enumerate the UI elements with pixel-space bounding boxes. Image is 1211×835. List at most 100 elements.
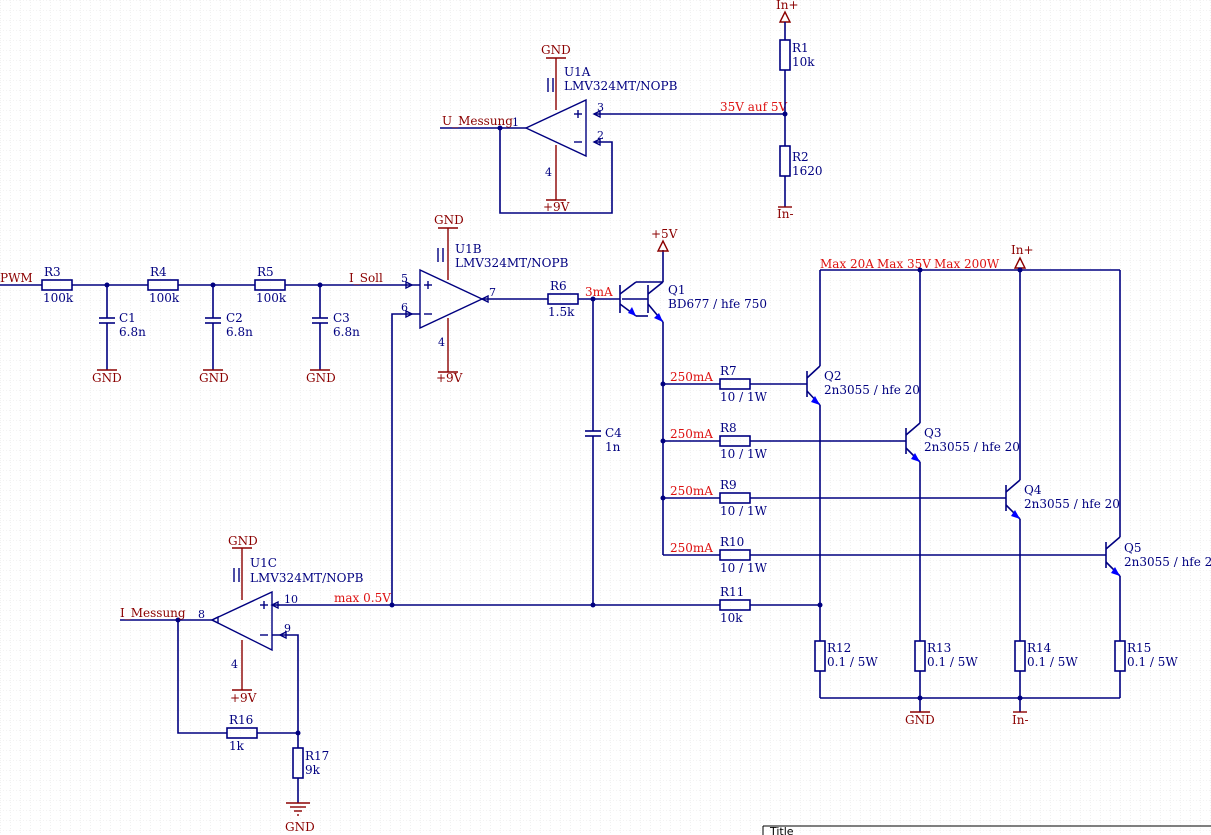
svg-text:+9V: +9V [436, 371, 463, 385]
transistor-q2[interactable]: Q2 2n3055 / hfe 20 [806, 365, 920, 406]
svg-text:Q3: Q3 [924, 426, 941, 440]
in-minus-port-rail[interactable]: In- [1012, 711, 1029, 727]
svg-text:6.8n: 6.8n [226, 325, 253, 339]
svg-text:In-: In- [1012, 713, 1029, 727]
svg-text:R8: R8 [720, 421, 737, 435]
resistor-r14[interactable]: R14 0.1 / 5W [1014, 640, 1078, 672]
svg-text:0.1 / 5W: 0.1 / 5W [927, 655, 978, 669]
u1b-vcc-port: +9V [436, 318, 463, 385]
svg-text:C1: C1 [119, 311, 136, 325]
net-i-soll: I_Soll [349, 271, 383, 285]
svg-text:10 / 1W: 10 / 1W [720, 447, 768, 461]
svg-text:R4: R4 [150, 265, 167, 279]
svg-text:R1: R1 [792, 41, 809, 55]
svg-text:R13: R13 [927, 641, 951, 655]
gnd-c1: GND [92, 369, 122, 385]
svg-text:9: 9 [284, 622, 291, 635]
vcc5-port[interactable]: +5V [651, 227, 678, 252]
svg-text:Title: Title [769, 825, 794, 835]
transistor-q3[interactable]: Q3 2n3055 / hfe 20 [905, 422, 1020, 463]
annotation-base-current-1: 250mA [670, 370, 713, 384]
svg-text:Q2: Q2 [824, 369, 841, 383]
svg-text:10 / 1W: 10 / 1W [720, 561, 768, 575]
net-u-messung: U_Messung [442, 114, 513, 128]
u1c-opamp[interactable]: U1C LMV324MT/NOPB 10 9 8 4 [198, 556, 364, 671]
u1c-vcc-port: +9V [230, 640, 257, 705]
svg-text:R3: R3 [44, 265, 61, 279]
svg-text:6.8n: 6.8n [119, 325, 146, 339]
svg-text:Q1: Q1 [668, 283, 685, 297]
svg-text:BD677 / hfe 750: BD677 / hfe 750 [668, 297, 767, 311]
resistor-r8[interactable]: R8 10 / 1W [719, 421, 768, 461]
svg-text:10k: 10k [792, 55, 815, 69]
resistor-r13[interactable]: R13 0.1 / 5W [914, 640, 978, 672]
net-i-messung: I_Messung [120, 606, 186, 620]
svg-text:In+: In+ [776, 0, 799, 12]
wire-u1a-feedback [499, 127, 613, 214]
svg-text:In+: In+ [1011, 243, 1034, 257]
svg-text:1k: 1k [229, 739, 245, 753]
svg-text:R16: R16 [229, 713, 253, 727]
u1a-pin-plus: 3 [597, 101, 604, 114]
svg-text:C2: C2 [226, 311, 243, 325]
svg-text:8: 8 [198, 608, 205, 621]
gnd-rail-port: GND [905, 711, 935, 727]
capacitor-c1[interactable]: C1 6.8n [99, 285, 146, 370]
svg-text:R5: R5 [257, 265, 274, 279]
resistor-r3[interactable]: R3 100k [41, 265, 74, 305]
u1a-pin-vcc: 4 [545, 166, 552, 179]
capacitor-c2[interactable]: C2 6.8n [205, 285, 253, 370]
svg-text:GND: GND [199, 371, 229, 385]
svg-text:4: 4 [231, 658, 238, 671]
svg-text:R14: R14 [1027, 641, 1052, 655]
svg-text:+9V: +9V [230, 691, 257, 705]
title-block: Title [762, 825, 1211, 835]
capacitor-c3[interactable]: C3 6.8n [312, 285, 360, 370]
resistor-r7[interactable]: R7 10 / 1W [719, 364, 768, 404]
resistor-r10[interactable]: R10 10 / 1W [719, 535, 768, 575]
svg-text:C3: C3 [333, 311, 350, 325]
svg-text:4: 4 [438, 336, 445, 349]
in-minus-port-top[interactable]: In- [777, 206, 794, 221]
svg-text:10 / 1W: 10 / 1W [720, 390, 768, 404]
svg-text:GND: GND [306, 371, 336, 385]
svg-text:0.1 / 5W: 0.1 / 5W [827, 655, 878, 669]
resistor-r2[interactable]: R2 1620 [779, 145, 823, 178]
svg-text:R10: R10 [720, 535, 744, 549]
resistor-r15[interactable]: R15 0.1 / 5W [1114, 640, 1178, 672]
capacitor-c4[interactable]: C4 1n [585, 299, 622, 605]
svg-text:R17: R17 [305, 749, 329, 763]
svg-text:10k: 10k [720, 611, 743, 625]
svg-text:100k: 100k [149, 291, 180, 305]
svg-text:GND: GND [228, 534, 258, 548]
annotation-base-current-2: 250mA [670, 427, 713, 441]
u1a-pin-minus: 2 [597, 129, 604, 142]
annotation-base-current-3: 250mA [670, 484, 713, 498]
u1a-pin-out: 1 [512, 116, 519, 129]
svg-text:C4: C4 [605, 426, 622, 440]
svg-text:5: 5 [401, 272, 408, 285]
svg-text:6.8n: 6.8n [333, 325, 360, 339]
svg-text:LMV324MT/NOPB: LMV324MT/NOPB [455, 256, 569, 270]
svg-text:2n3055 / hfe 20: 2n3055 / hfe 20 [1124, 555, 1211, 569]
gnd-c3: GND [306, 369, 336, 385]
svg-text:100k: 100k [256, 291, 287, 305]
svg-text:100k: 100k [43, 291, 74, 305]
u1c-gnd-port: GND [228, 534, 258, 600]
svg-text:0.1 / 5W: 0.1 / 5W [1027, 655, 1078, 669]
svg-text:R12: R12 [827, 641, 851, 655]
svg-text:6: 6 [401, 301, 408, 314]
u1b-gnd-port: GND [434, 213, 464, 280]
u1a-opamp[interactable]: U1A LMV324MT/NOPB 3 2 1 4 [512, 65, 678, 179]
u1b-opamp[interactable]: U1B LMV324MT/NOPB 7 6 4 [401, 242, 569, 349]
transistor-q4[interactable]: Q4 2n3055 / hfe 20 [1005, 479, 1120, 520]
resistor-r16[interactable]: R16 1k [226, 713, 258, 753]
annotation-q1-current: 3mA [585, 285, 613, 299]
transistor-q1[interactable]: Q1 BD677 / hfe 750 [619, 281, 767, 323]
resistor-r17[interactable]: R17 9k [292, 747, 329, 779]
u1a-vcc-port: +9V [543, 145, 570, 214]
transistor-q5[interactable]: Q5 2n3055 / hfe 20 [1105, 536, 1211, 577]
svg-text:2n3055 / hfe 20: 2n3055 / hfe 20 [1024, 497, 1120, 511]
